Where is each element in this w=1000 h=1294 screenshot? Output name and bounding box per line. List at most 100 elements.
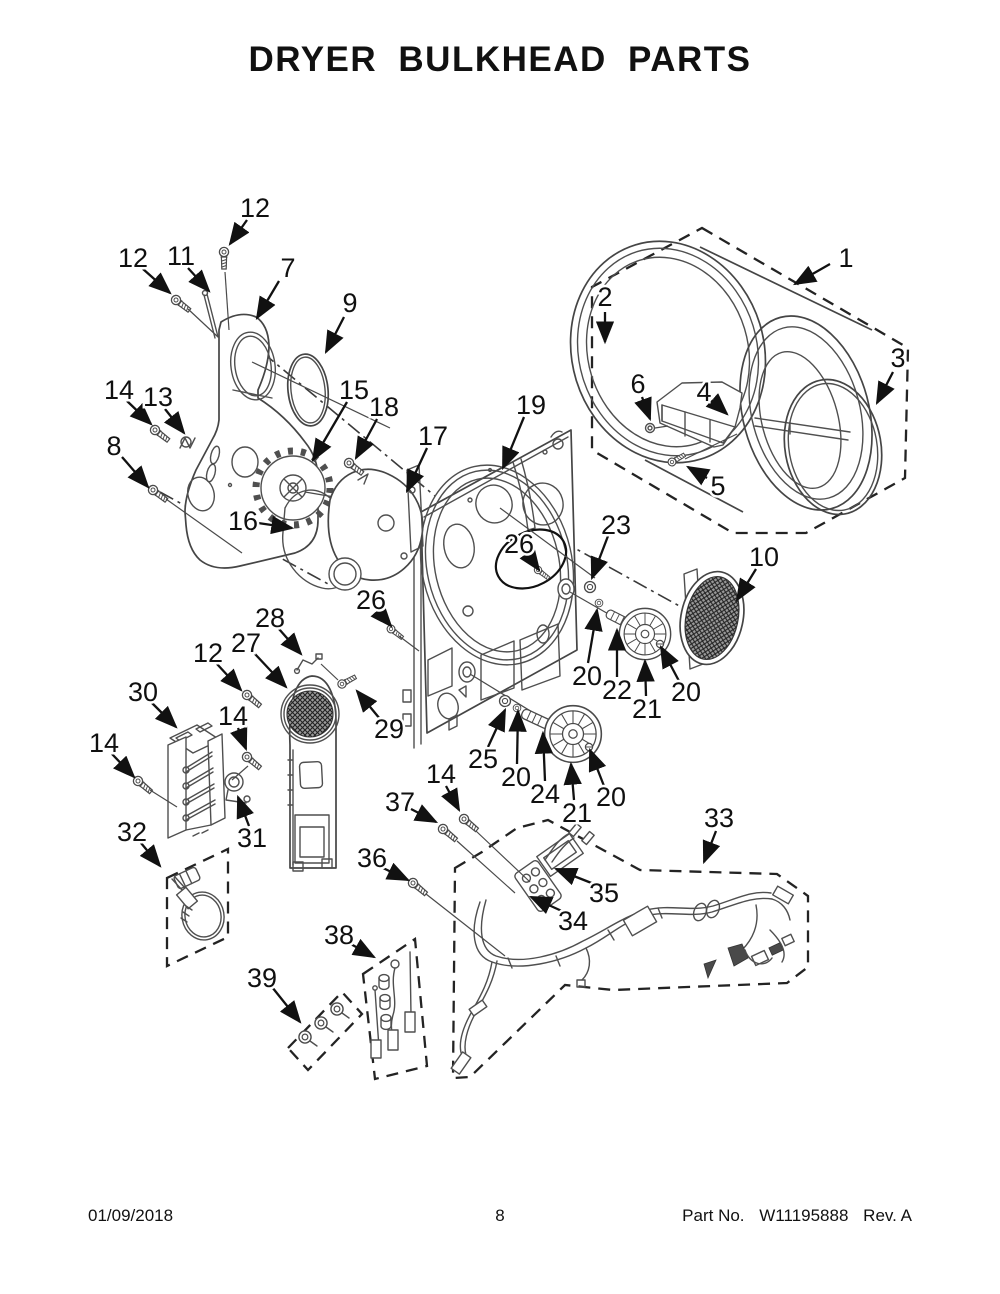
- callout-arrow-7-6: [255, 280, 280, 320]
- callout-label-3-2: 3: [890, 343, 905, 373]
- callout-label-11-10: 11: [167, 241, 195, 271]
- callout-arrow-19-23: [501, 416, 526, 471]
- screw-36: [405, 875, 430, 899]
- callout-label-2-1: 2: [597, 282, 612, 312]
- fuse-kit: [370, 951, 416, 1059]
- drum: [569, 240, 873, 513]
- bottom-roller-set: [469, 673, 603, 764]
- callout-arrow-15-19: [311, 401, 348, 462]
- drum-assembly-box: [590, 226, 910, 535]
- callout-arrow-38-47: [348, 938, 377, 959]
- callout-label-14-16: 14: [218, 701, 248, 731]
- screw-14b: [239, 749, 264, 773]
- footer-page-number: 8: [495, 1206, 505, 1225]
- clamp-kit: [171, 866, 225, 941]
- footer-part-info: Part No. W11195888 Rev. A: [672, 1206, 912, 1226]
- callout-label-13-14: 13: [143, 382, 173, 412]
- callout-arrow-10-9: [735, 568, 757, 602]
- callout-arrow-11-10: [187, 267, 211, 293]
- heater-box: [167, 722, 226, 839]
- callout-arrow-20-24: [584, 607, 603, 664]
- pin-11: [201, 289, 219, 339]
- callout-label-18-22: 18: [369, 392, 399, 422]
- callout-arrow-9-8: [324, 316, 346, 355]
- callout-label-7-6: 7: [280, 253, 295, 283]
- screw-29: [335, 672, 359, 691]
- screw-14a: [147, 422, 172, 445]
- callout-label-14-17: 14: [89, 728, 119, 758]
- callout-label-30-39: 30: [128, 677, 158, 707]
- drum-rear-seal-ring: [783, 378, 883, 516]
- washer-23: [583, 580, 597, 594]
- callout-label-8-7: 8: [106, 431, 121, 461]
- callout-arrow-17-21: [405, 447, 429, 494]
- callout-label-5-4: 5: [710, 471, 725, 501]
- callout-label-27-36: 27: [231, 628, 261, 658]
- callout-arrows: [111, 219, 895, 1024]
- callout-arrow-16-20: [257, 515, 295, 535]
- callout-label-14-15: 14: [104, 375, 134, 405]
- callout-label-14-18: 14: [426, 759, 456, 789]
- callout-arrow-21-28: [636, 658, 655, 697]
- callout-label-25-33: 25: [468, 744, 498, 774]
- terminal-kit-box: [286, 990, 364, 1072]
- callout-label-21-28: 21: [632, 694, 662, 724]
- callout-arrow-37-46: [410, 804, 439, 824]
- callout-arrow-6-5: [634, 396, 652, 422]
- callout-arrow-26-35: [370, 604, 393, 628]
- callout-label-34-43: 34: [558, 906, 588, 936]
- callout-label-9-8: 9: [342, 288, 357, 318]
- callout-label-17-21: 17: [418, 421, 448, 451]
- page-title: DRYER BULKHEAD PARTS: [248, 40, 752, 79]
- callout-arrow-13-14: [163, 408, 186, 435]
- callout-arrow-33-42: [702, 830, 721, 865]
- wire-harness: [450, 822, 795, 1075]
- callout-arrow-24-32: [534, 730, 554, 782]
- screw-14c: [130, 773, 155, 797]
- callout-arrow-12-11: [228, 219, 250, 246]
- callout-label-1-0: 1: [838, 243, 853, 273]
- tri-ring-20a: [594, 598, 604, 608]
- callout-label-31-40: 31: [237, 823, 267, 853]
- callout-arrow-1-0: [793, 263, 831, 286]
- callout-circle-26: [494, 528, 568, 590]
- callout-arrow-25-33: [486, 707, 507, 748]
- callout-arrow-29-38: [355, 689, 381, 720]
- callout-arrow-18-22: [354, 418, 379, 461]
- callout-label-4-3: 4: [696, 377, 711, 407]
- callout-label-33-42: 33: [704, 803, 734, 833]
- callout-arrow-23-31: [590, 535, 610, 581]
- air-duct: [280, 675, 340, 872]
- screw-12a: [218, 246, 230, 270]
- bracket-35: [536, 832, 584, 878]
- fuse-kit-box: [361, 936, 429, 1081]
- callout-label-21-29: 21: [562, 798, 592, 828]
- footer-revision: Rev. A: [863, 1206, 912, 1225]
- callout-arrow-12-13: [216, 663, 243, 692]
- footer-date: 01/09/2018: [88, 1206, 174, 1225]
- outlet-grille: [679, 568, 745, 670]
- screw-12b: [168, 292, 193, 315]
- blower-housing: [327, 464, 424, 591]
- callout-arrow-14-15: [126, 400, 153, 426]
- callout-label-38-47: 38: [324, 920, 354, 950]
- callout-label-16-20: 16: [228, 506, 258, 536]
- terminal-kit: [298, 1002, 350, 1047]
- screw-8: [145, 482, 170, 505]
- callout-label-20-25: 20: [671, 677, 701, 707]
- clip-20b: [655, 639, 665, 649]
- callout-label-23-31: 23: [601, 510, 631, 540]
- callout-arrow-31-40: [236, 794, 254, 827]
- clip-20d: [584, 742, 594, 752]
- wire-link-28: [293, 653, 323, 675]
- callout-label-29-38: 29: [374, 714, 404, 744]
- callout-label-26-35: 26: [356, 585, 386, 615]
- callout-label-6-5: 6: [630, 369, 645, 399]
- roller-21b: [543, 704, 603, 764]
- callout-arrow-14-16: [230, 726, 248, 752]
- clamp-ring: [286, 353, 330, 427]
- callout-arrow-4-3: [705, 393, 729, 416]
- callout-arrow-27-36: [254, 653, 288, 689]
- callout-arrow-32-41: [139, 842, 162, 868]
